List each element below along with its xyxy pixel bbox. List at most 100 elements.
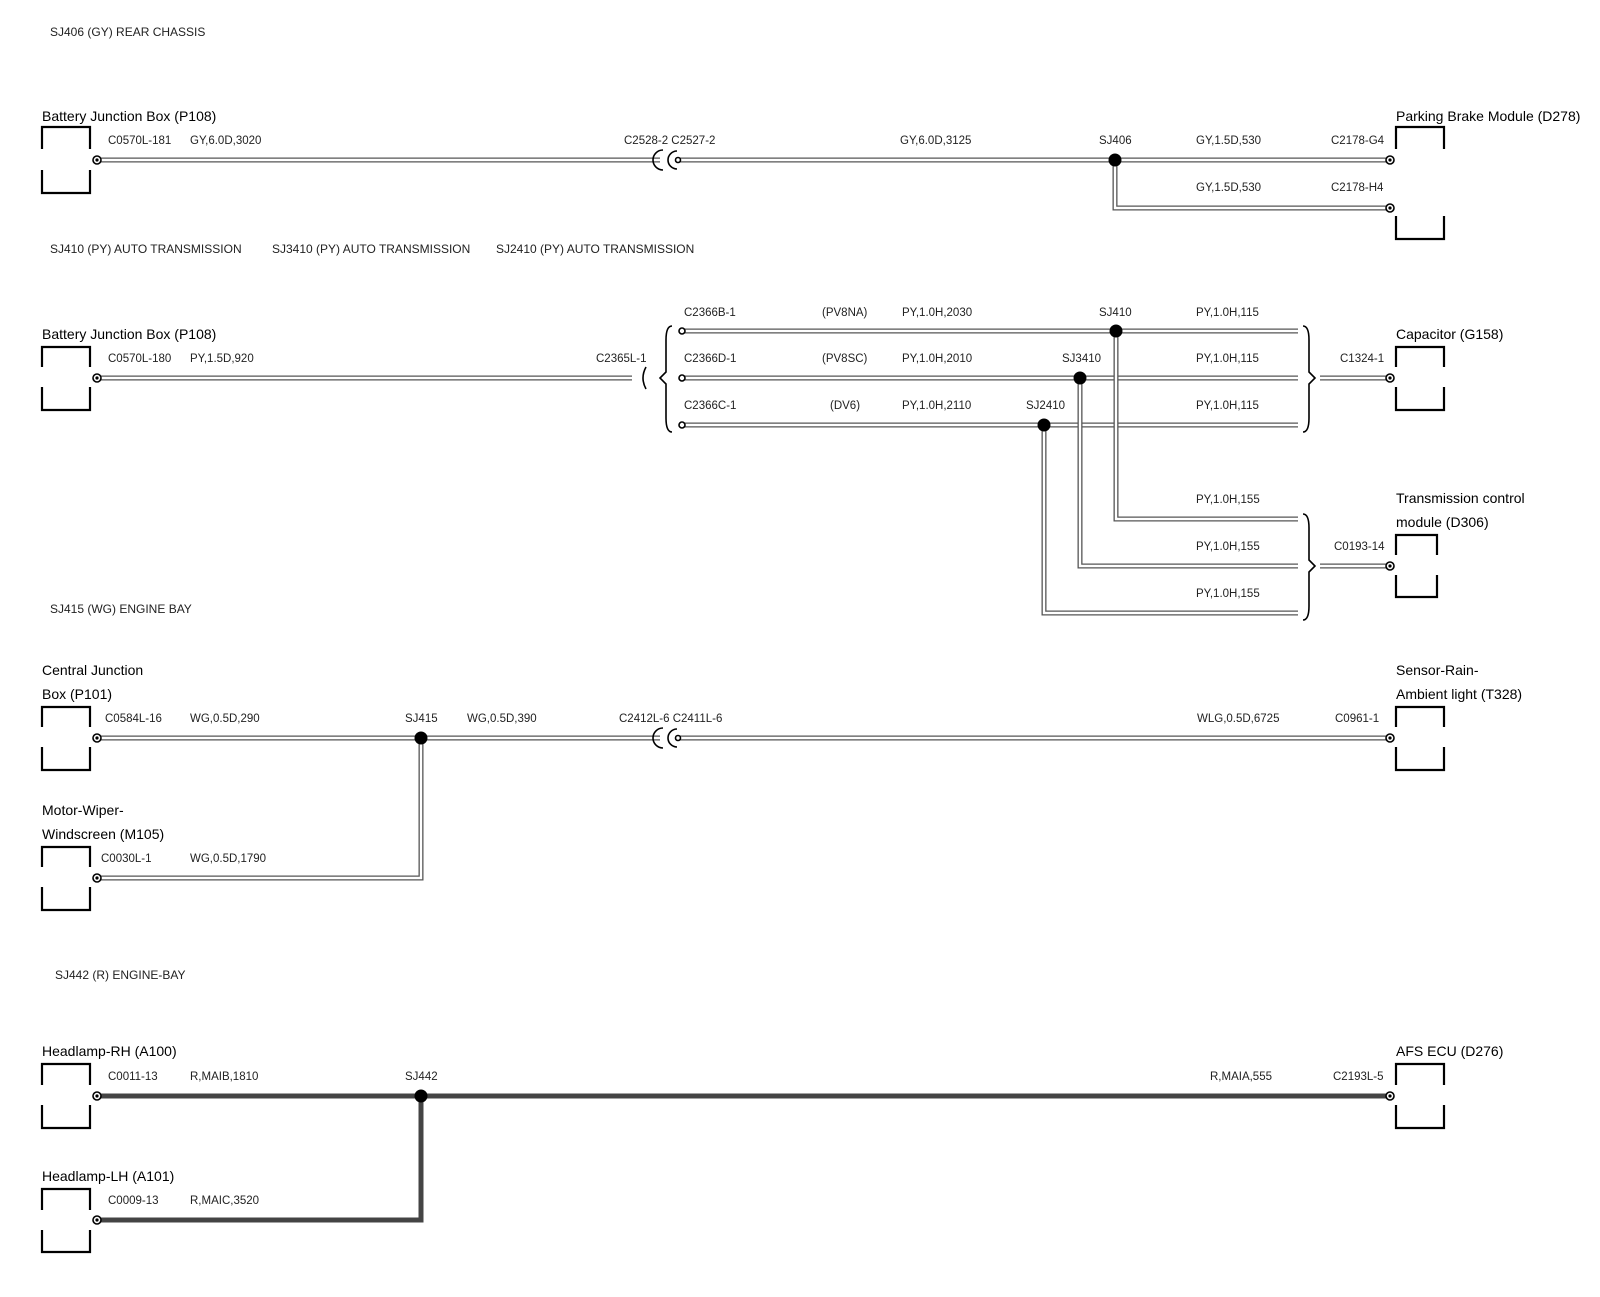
splice-sj442	[414, 1089, 428, 1103]
wire-label: PY,1.0H,155	[1196, 588, 1260, 600]
connector-box-tcm	[1394, 533, 1439, 599]
component-cjb-line1: Central Junction	[42, 662, 143, 678]
connector-box-headlamp-lh	[40, 1187, 92, 1254]
splice-label: SJ415	[405, 713, 438, 725]
wire-label: R,MAIA,555	[1210, 1071, 1272, 1083]
splice-sj415	[414, 731, 428, 745]
splice-label: SJ2410	[1026, 400, 1065, 412]
pin-icon	[1388, 158, 1392, 162]
wire-label: PY,1.0H,2110	[902, 400, 971, 412]
connector-label: C2178-G4	[1331, 135, 1385, 147]
wire-label: GY,6.0D,3125	[900, 135, 971, 147]
wire-label: R,MAIC,3520	[190, 1195, 259, 1207]
variant-label: (DV6)	[830, 400, 860, 412]
wire-label: PY,1.0H,2030	[902, 307, 972, 319]
section-label-auto-transmission-1: SJ410 (PY) AUTO TRANSMISSION	[50, 242, 242, 256]
pin-icon	[95, 158, 99, 162]
component-battery-junction-box-2: Battery Junction Box (P108)	[42, 326, 216, 342]
connector-label: C2365L-1	[596, 353, 647, 365]
connector-label: C0570L-180	[108, 353, 171, 365]
connector-label: C2528-2 C2527-2	[624, 135, 715, 147]
connector-box-pbm	[1394, 125, 1446, 241]
component-tcm-line2: module (D306)	[1396, 514, 1489, 530]
pin-icon	[95, 876, 99, 880]
connector-box-headlamp-rh	[40, 1062, 92, 1130]
component-wiper-line1: Motor-Wiper-	[42, 802, 124, 818]
splice-sj410	[1109, 324, 1123, 338]
pin-icon	[1388, 376, 1392, 380]
wire-label: GY,1.5D,530	[1196, 135, 1261, 147]
section-label-engine-bay-wg: SJ415 (WG) ENGINE BAY	[50, 602, 192, 616]
wire-label: GY,1.5D,530	[1196, 182, 1261, 194]
component-wiper-line2: Windscreen (M105)	[42, 826, 164, 842]
pin-icon	[1388, 736, 1392, 740]
connector-label: C0011-13	[108, 1071, 158, 1083]
splice-label: SJ3410	[1062, 353, 1101, 365]
connector-label: C1324-1	[1340, 353, 1384, 365]
pin-icon	[95, 376, 99, 380]
connector-label: C2412L-6 C2411L-6	[619, 713, 722, 725]
component-afs-ecu: AFS ECU (D276)	[1396, 1043, 1503, 1059]
splice-sj3410	[1073, 371, 1087, 385]
connector-label: C0570L-181	[108, 135, 171, 147]
pin-icon	[95, 1094, 99, 1098]
connector-label: C0030L-1	[101, 853, 152, 865]
splice-sj406	[1108, 153, 1122, 167]
inline-connector-c2412	[652, 727, 682, 749]
connector-label: C2366D-1	[684, 353, 736, 365]
connector-label: C0584L-16	[105, 713, 162, 725]
connector-box-bjb2	[40, 345, 92, 412]
connector-box-sensor	[1394, 705, 1446, 772]
wire-gy-main	[98, 157, 1388, 211]
wire-label: WLG,0.5D,6725	[1197, 713, 1279, 725]
connector-label: C2193L-5	[1333, 1071, 1384, 1083]
wire-label: WG,0.5D,390	[467, 713, 537, 725]
wire-label: PY,1.0H,115	[1196, 353, 1259, 365]
connector-c2365-bracket	[642, 325, 686, 433]
variant-label: (PV8SC)	[822, 353, 868, 365]
section-label-engine-bay-r: SJ442 (R) ENGINE-BAY	[55, 968, 185, 982]
pin-icon	[1388, 564, 1392, 568]
wire-py-main	[98, 328, 1388, 616]
variant-label: (PV8NA)	[822, 307, 868, 319]
connector-label: C0961-1	[1335, 713, 1379, 725]
pin-icon	[95, 736, 99, 740]
component-headlamp-lh: Headlamp-LH (A101)	[42, 1168, 174, 1184]
wire-label: WG,0.5D,290	[190, 713, 260, 725]
connector-box-cjb	[40, 705, 92, 772]
wire-label: PY,1.5D,920	[190, 353, 254, 365]
wire-label: R,MAIB,1810	[190, 1071, 258, 1083]
splice-label: SJ410	[1099, 307, 1132, 319]
section-label-rear-chassis: SJ406 (GY) REAR CHASSIS	[50, 25, 205, 39]
splice-label: SJ406	[1099, 135, 1132, 147]
wire-label: GY,6.0D,3020	[190, 135, 261, 147]
connector-label: C2366B-1	[684, 307, 736, 319]
inline-connector-c2528	[652, 149, 682, 171]
component-parking-brake-module: Parking Brake Module (D278)	[1396, 108, 1580, 124]
wire-label: PY,1.0H,2010	[902, 353, 972, 365]
wire-wg-main	[98, 735, 1388, 881]
connector-box-capacitor	[1394, 345, 1446, 412]
connector-box-bjb1	[40, 125, 92, 195]
connector-box-wiper	[40, 845, 92, 912]
connector-label: C2178-H4	[1331, 182, 1384, 194]
wire-label: WG,0.5D,1790	[190, 853, 266, 865]
splice-sj2410	[1037, 418, 1051, 432]
pin-icon	[95, 1218, 99, 1222]
pin-icon	[1388, 206, 1392, 210]
wire-label: PY,1.0H,155	[1196, 541, 1260, 553]
component-cjb-line2: Box (P101)	[42, 686, 112, 702]
component-battery-junction-box-1: Battery Junction Box (P108)	[42, 108, 216, 124]
wire-label: PY,1.0H,115	[1196, 400, 1259, 412]
connector-label: C2366C-1	[684, 400, 736, 412]
bracket-capacitor-icon	[1302, 325, 1317, 433]
connector-label: C0009-13	[108, 1195, 159, 1207]
wire-label: PY,1.0H,115	[1196, 307, 1259, 319]
wire-r-main	[98, 1093, 1388, 1223]
component-sensor-line2: Ambient light (T328)	[1396, 686, 1522, 702]
component-sensor-line1: Sensor-Rain-	[1396, 662, 1479, 678]
wire-label: PY,1.0H,155	[1196, 494, 1260, 506]
component-capacitor: Capacitor (G158)	[1396, 326, 1503, 342]
component-headlamp-rh: Headlamp-RH (A100)	[42, 1043, 177, 1059]
